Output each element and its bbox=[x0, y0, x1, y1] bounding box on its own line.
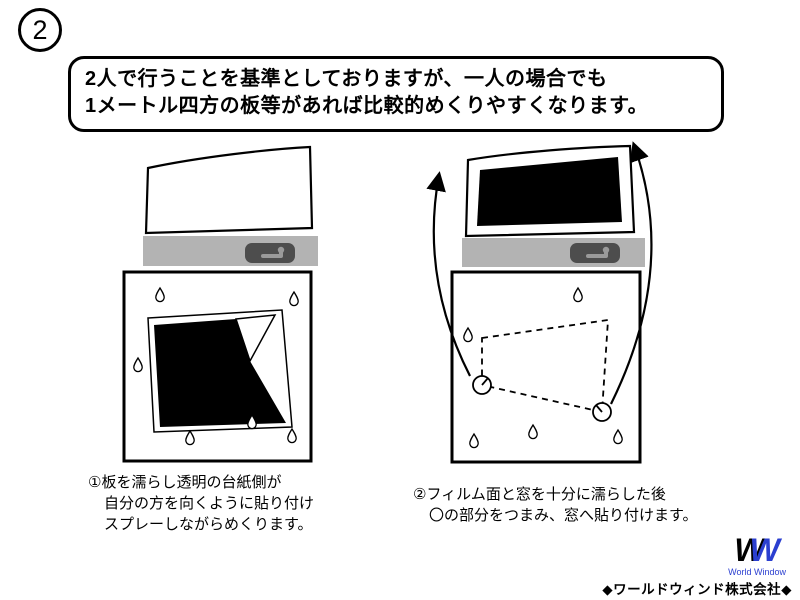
illustration-apply-to-window bbox=[426, 141, 653, 464]
step-number: 2 bbox=[32, 14, 48, 45]
peeled-corner-flap bbox=[234, 314, 277, 363]
arrow-left bbox=[426, 171, 471, 377]
arrow-right bbox=[610, 141, 653, 405]
caption-left-line-3: スプレーしながらめくります。 bbox=[104, 516, 313, 533]
step-number-badge: 2 bbox=[18, 8, 62, 52]
logo-subtext: World Window bbox=[728, 567, 786, 577]
caption-left-line-2: 自分の方を向くように貼り付け bbox=[104, 495, 315, 512]
company-name: ◆ワールドウィンド株式会社◆ bbox=[602, 582, 792, 597]
caption-left: ①板を濡らし透明の台紙側が 自分の方を向くように貼り付け スプレーしながらめくり… bbox=[88, 472, 314, 535]
squeegee-handle-icon bbox=[245, 243, 295, 263]
board bbox=[450, 270, 642, 464]
caption-right-line-1: ②フィルム面と窓を十分に濡らした後 bbox=[413, 486, 666, 503]
bubble-line-1: 2人で行うことを基準としておりますが、一人の場合でも bbox=[85, 68, 608, 90]
film-black bbox=[154, 319, 286, 427]
logo-w-black: W bbox=[734, 532, 765, 568]
pinch-tick bbox=[595, 404, 603, 413]
logo-mark: WW bbox=[728, 534, 786, 566]
logo-w-blue: W bbox=[749, 532, 780, 568]
caption-left-line-1: ①板を濡らし透明の台紙側が bbox=[88, 474, 282, 491]
squeegee-handle-icon bbox=[570, 243, 620, 263]
pinch-tick bbox=[481, 377, 489, 386]
caption-right-line-2: 〇の部分をつまみ、窓へ貼り付けます。 bbox=[429, 507, 698, 524]
film-sheet-clear bbox=[144, 145, 314, 235]
instruction-bubble: 2人で行うことを基準としておりますが、一人の場合でも 1メートル四方の板等があれ… bbox=[68, 56, 724, 132]
pinch-point-circles bbox=[472, 375, 612, 422]
bubble-line-2: 1メートル四方の板等があれば比較的めくりやすくなります。 bbox=[85, 95, 649, 117]
world-window-logo: WW World Window bbox=[728, 534, 786, 577]
curved-arrow-icon bbox=[426, 141, 653, 405]
caption-right: ②フィルム面と窓を十分に濡らした後 〇の部分をつまみ、窓へ貼り付けます。 bbox=[413, 484, 698, 526]
illustration-peel-film bbox=[122, 145, 318, 463]
applied-film-black bbox=[477, 157, 622, 226]
